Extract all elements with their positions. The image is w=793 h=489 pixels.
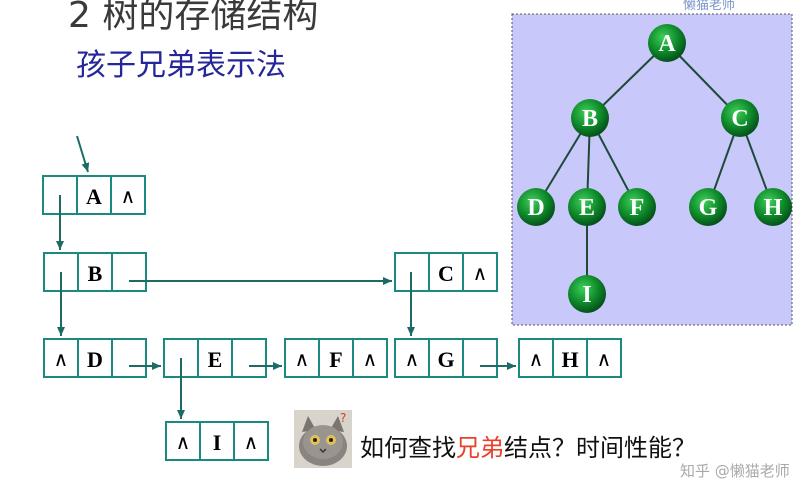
tree-node-label-I: I <box>582 282 591 308</box>
data-cell-C <box>428 252 464 292</box>
sibling-cell-A <box>110 175 146 215</box>
null-child-I: ∧ <box>176 430 191 454</box>
tree-node-I <box>568 275 606 313</box>
sibling-cell-C <box>462 252 498 292</box>
tree-node-H <box>754 188 792 226</box>
null-child-G: ∧ <box>405 347 420 371</box>
data-label-F: F <box>329 347 342 372</box>
child-cell-F <box>284 338 320 378</box>
tree-node-F <box>618 188 656 226</box>
tree-node-E <box>568 188 606 226</box>
tree-panel <box>511 13 793 326</box>
data-cell-B <box>77 252 113 292</box>
sibling-cell-E <box>231 338 267 378</box>
question-highlight: 兄弟 <box>456 434 504 462</box>
tree-node-label-B: B <box>582 106 598 132</box>
question-after: 结点？时间性能？ <box>504 434 696 462</box>
tree-node-C <box>721 99 759 137</box>
data-cell-G <box>428 338 464 378</box>
tree-node-B <box>571 99 609 137</box>
tree-node-label-C: C <box>731 106 748 132</box>
tree-node-A <box>648 24 686 62</box>
null-sibling-F: ∧ <box>363 347 378 371</box>
page-title: 2 树的存储结构 <box>68 0 319 36</box>
data-label-I: I <box>213 430 222 455</box>
null-sibling-H: ∧ <box>597 347 612 371</box>
null-child-D: ∧ <box>54 347 69 371</box>
tree-node-label-G: G <box>699 195 718 221</box>
question-before: 如何查找 <box>360 434 456 462</box>
null-child-H: ∧ <box>529 347 544 371</box>
tree-node-D <box>517 188 555 226</box>
sibling-cell-F <box>352 338 388 378</box>
child-cell-G <box>394 338 430 378</box>
tree-node-label-D: D <box>527 195 544 221</box>
child-cell-D <box>43 338 79 378</box>
tree-node-label-H: H <box>764 195 783 221</box>
tree-node-label-A: A <box>658 31 676 57</box>
sibling-cell-D <box>111 338 147 378</box>
data-label-E: E <box>208 347 223 372</box>
head-pointer-arrow <box>76 135 90 173</box>
sibling-cell-H <box>586 338 622 378</box>
data-label-H: H <box>561 347 578 372</box>
data-cell-A <box>76 175 112 215</box>
data-cell-E <box>197 338 233 378</box>
data-cell-H <box>552 338 588 378</box>
tree-node-G <box>689 188 727 226</box>
tree-node-label-F: F <box>630 195 645 221</box>
data-label-B: B <box>88 261 103 286</box>
null-sibling-A: ∧ <box>121 184 136 208</box>
question-text: 如何查找兄弟结点？时间性能？ <box>360 428 696 463</box>
sibling-cell-G <box>462 338 498 378</box>
sibling-cell-B <box>111 252 147 292</box>
data-label-A: A <box>86 184 102 209</box>
tree-node-label-E: E <box>579 195 595 221</box>
data-label-D: D <box>87 347 103 372</box>
svg-text:?: ? <box>340 411 346 425</box>
page-subtitle: 孩子兄弟表示法 <box>76 48 286 83</box>
data-label-C: C <box>438 261 454 286</box>
null-sibling-C: ∧ <box>473 261 488 285</box>
data-label-G: G <box>437 347 454 372</box>
null-child-F: ∧ <box>295 347 310 371</box>
cat-avatar: ? <box>294 410 352 468</box>
footer-credit: 知乎 @懒猫老师 <box>680 462 790 480</box>
data-cell-D <box>77 338 113 378</box>
watermark-text: 懒猫老师 <box>683 0 736 13</box>
sibling-cell-I <box>233 421 269 461</box>
null-sibling-I: ∧ <box>244 430 259 454</box>
